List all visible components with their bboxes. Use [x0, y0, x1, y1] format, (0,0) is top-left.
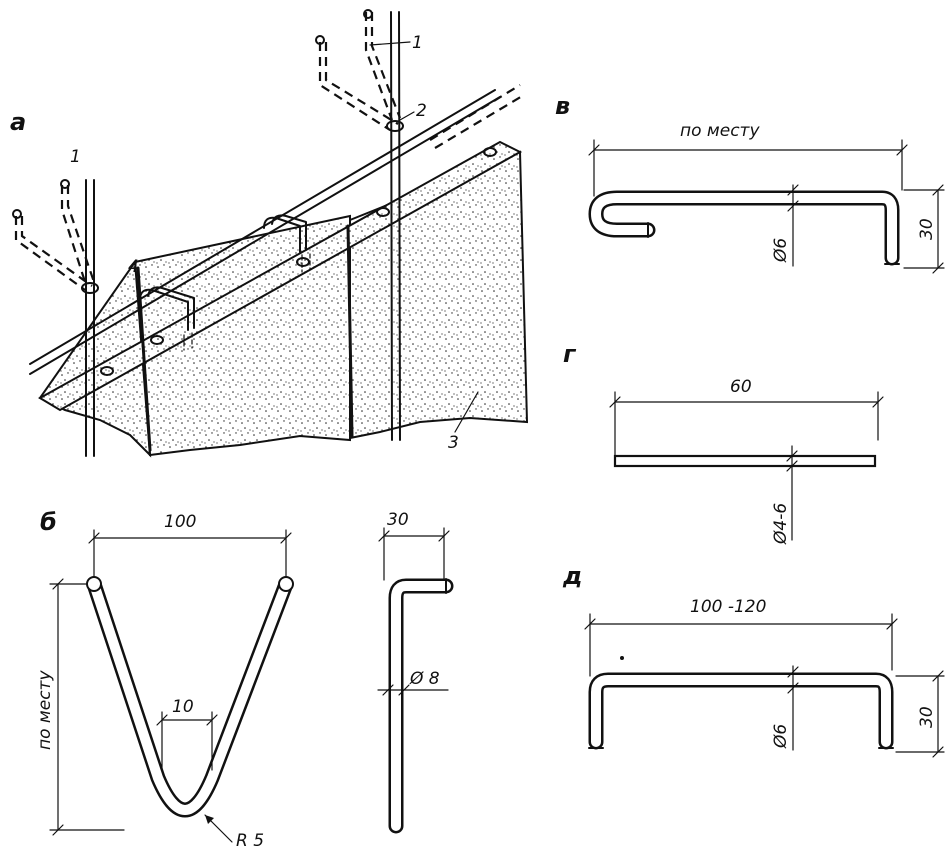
tie-loop	[12, 209, 22, 219]
dim-30-d: 30	[917, 706, 937, 728]
leader	[369, 41, 411, 46]
wire-tie-left-1	[14, 216, 86, 291]
wire-tie-right-1	[318, 42, 391, 131]
dim-r5: R 5	[236, 831, 264, 851]
arrowhead	[205, 815, 214, 824]
dim-d6-v: Ø6	[771, 238, 791, 263]
dim-tick	[584, 618, 596, 630]
side-rod	[388, 578, 454, 834]
seam-right	[346, 224, 354, 438]
dim-tick	[398, 684, 410, 696]
wire-tie-left-2	[20, 216, 93, 287]
staple-right-b	[271, 214, 307, 251]
hole	[483, 147, 497, 157]
view-a-label: а	[10, 108, 26, 136]
callout-3: 3	[448, 433, 459, 453]
wire-tie-right-3	[364, 12, 394, 121]
side-rod-inner	[391, 581, 451, 831]
view-a-assembly: а	[10, 9, 529, 458]
dim-tick	[786, 460, 798, 472]
dim-tick	[156, 714, 168, 726]
dim-tick	[88, 532, 100, 544]
dim-tick	[787, 184, 799, 196]
dim-tick	[886, 618, 898, 630]
dim-tick	[932, 670, 944, 682]
rod-end	[86, 576, 102, 592]
dim-tick	[932, 184, 944, 196]
view-g-label: г	[563, 340, 577, 368]
leader	[399, 111, 415, 121]
dim-tick	[52, 578, 64, 590]
callout-4: 4	[128, 257, 139, 277]
dim-tick	[786, 450, 798, 462]
leader	[454, 391, 479, 433]
dim-d8: Ø 8	[409, 669, 440, 689]
tie-loop	[363, 9, 373, 19]
dim-po-mestu-v: по месту	[680, 121, 760, 141]
dim-tick	[932, 262, 944, 274]
wire-tie-left-4	[66, 185, 96, 283]
dim-100: 100	[164, 512, 196, 532]
dim-tick	[609, 396, 621, 408]
dim-tick	[382, 684, 394, 696]
tie-wrap	[386, 120, 404, 132]
vertical-rod-right-b	[398, 11, 401, 441]
dim-30-b: 30	[387, 510, 409, 530]
dim-tick	[932, 746, 944, 758]
dim-tick	[872, 396, 884, 408]
wire-tie-right-4	[370, 12, 402, 119]
dim-tick	[787, 682, 799, 694]
hole	[296, 257, 310, 267]
hole	[376, 207, 390, 217]
vclip-rod-inner	[89, 579, 291, 815]
dim-tick	[787, 666, 799, 678]
dim-tick	[378, 530, 390, 542]
dim-tick	[438, 530, 450, 542]
tie-loop	[60, 179, 70, 189]
rod-bottom-line	[29, 96, 501, 375]
wire-tie-right-2	[324, 42, 399, 125]
callout-2: 2	[416, 101, 427, 121]
dim-d46-g: Ø4-6	[771, 503, 791, 545]
dim-d6-d: Ø6	[771, 724, 791, 749]
dim-100-120: 100 -120	[690, 597, 766, 617]
rod-dashed-ext	[429, 84, 521, 141]
hole	[150, 335, 164, 345]
view-b-label: б	[40, 508, 57, 536]
dim-tick	[52, 824, 64, 836]
dim-po-mestu-b: по месту	[35, 670, 55, 750]
dim-60: 60	[730, 377, 752, 397]
tie-loop	[315, 35, 325, 45]
callout-1-left: 1	[70, 147, 81, 167]
hole	[100, 366, 114, 376]
tie-wrap	[81, 282, 99, 294]
rod-top-line	[29, 89, 496, 365]
view-g-pin: г 60 Ø4-6	[563, 340, 884, 545]
ustaple-rod	[588, 672, 894, 750]
dim-tick	[896, 144, 908, 156]
view-d-staple: д 100 -120 Ø6 30	[562, 562, 945, 758]
speck	[620, 656, 624, 660]
dim-10: 10	[172, 697, 194, 717]
view-v-label: в	[555, 92, 570, 120]
callout-1-top: 1	[412, 33, 423, 53]
vertical-rod-right-a	[390, 11, 393, 441]
wire-tie-left-3	[60, 185, 88, 286]
dim-30-v: 30	[917, 218, 937, 240]
view-b-vclip: б 100 по месту 10 R 5 30	[35, 508, 454, 851]
pin-rod	[613, 454, 877, 468]
dim-tick	[206, 714, 218, 726]
dim-tick	[787, 200, 799, 212]
rod-dashed-ext2	[434, 94, 525, 149]
ustaple-rod-inner	[591, 675, 891, 747]
hook-rod-inner	[591, 193, 897, 263]
dim-tick	[280, 532, 292, 544]
dim-tick	[588, 144, 600, 156]
view-d-label: д	[562, 562, 582, 590]
staple-left-b	[147, 286, 195, 329]
rod-end	[278, 576, 294, 592]
view-v-hook: в по месту Ø6 30	[555, 92, 945, 274]
